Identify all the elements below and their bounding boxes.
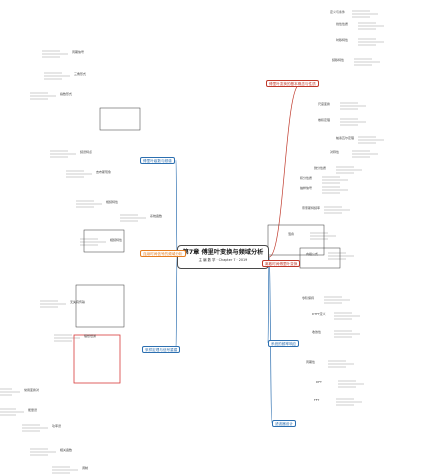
central-topic-subtitle: 主 编 数 学 · Chapter 7 · 2019 bbox=[198, 258, 248, 262]
formula-box bbox=[75, 284, 125, 328]
sub-topic-label[interactable]: 能量谱 bbox=[28, 408, 38, 412]
sub-topic-label[interactable]: 时移特性 bbox=[336, 38, 349, 42]
sub-topic-label[interactable]: 理想低通 bbox=[84, 334, 97, 338]
formula-box bbox=[83, 229, 125, 253]
formula-box bbox=[99, 107, 141, 131]
branch-node[interactable]: 傅里叶变换的基本概念与性质 bbox=[266, 80, 319, 87]
formula-box bbox=[267, 224, 325, 256]
sub-topic-label[interactable]: 零阶保持 bbox=[302, 296, 315, 300]
highlight-box bbox=[73, 334, 121, 384]
sub-topic-label[interactable]: 功率谱 bbox=[52, 424, 62, 428]
sub-topic-label[interactable]: 周期信号 bbox=[72, 50, 85, 54]
sub-topic-label[interactable]: 帕塞瓦尔定理 bbox=[336, 136, 355, 140]
sub-topic-label[interactable]: 频移特性 bbox=[332, 58, 345, 62]
central-topic-title: 第7章 傅里叶变换与频域分析 bbox=[182, 249, 264, 256]
branch-connector bbox=[268, 83, 301, 258]
sub-topic-label[interactable]: 定义与条件 bbox=[330, 10, 346, 14]
sub-topic-label[interactable]: 频谱特点 bbox=[80, 150, 93, 154]
branch-node[interactable]: 采样定理与信号重建 bbox=[142, 346, 181, 353]
sub-topic-label[interactable]: 常用变换对 bbox=[24, 388, 40, 392]
branch-connector bbox=[175, 256, 178, 350]
branch-connector bbox=[175, 159, 178, 258]
sub-topic-label[interactable]: DFT bbox=[316, 380, 322, 384]
sub-topic-label[interactable]: 对称性 bbox=[330, 150, 340, 154]
sub-topic-label[interactable]: 积分性质 bbox=[300, 176, 313, 180]
branch-node[interactable]: 傅里叶级数与频谱 bbox=[140, 157, 175, 164]
sub-topic-label[interactable]: 周期性 bbox=[306, 360, 316, 364]
sub-topic-label[interactable]: 线性性质 bbox=[336, 22, 349, 26]
sub-topic-label[interactable]: 尺度变换 bbox=[318, 102, 331, 106]
sub-topic-label[interactable]: 吉布斯现象 bbox=[96, 170, 112, 174]
sub-topic-label[interactable]: 抽样信号 bbox=[300, 186, 313, 190]
sub-topic-label[interactable]: DTFT定义 bbox=[312, 312, 326, 316]
sub-topic-label[interactable]: 混叠 bbox=[288, 232, 295, 236]
sub-topic-label[interactable]: 调制 bbox=[82, 466, 89, 470]
sub-topic-label[interactable]: 收敛性 bbox=[312, 330, 322, 334]
sub-topic-label[interactable]: 奈奎斯特频率 bbox=[302, 206, 321, 210]
sub-topic-label[interactable]: 卷积定理 bbox=[318, 118, 331, 122]
sub-topic-label[interactable]: 三角形式 bbox=[74, 72, 87, 76]
branch-node[interactable]: 系统的频率响应 bbox=[268, 340, 300, 347]
central-topic[interactable]: 第7章 傅里叶变换与频域分析 主 编 数 学 · Chapter 7 · 201… bbox=[177, 245, 269, 269]
sub-topic-label[interactable]: 微分性质 bbox=[314, 166, 327, 170]
branch-node[interactable]: 连续时间信号的频域分析 bbox=[140, 250, 186, 257]
leaf-detail-layer bbox=[0, 10, 384, 474]
sub-topic-label[interactable]: 相关函数 bbox=[60, 448, 73, 452]
sub-topic-label[interactable]: FFT bbox=[314, 398, 320, 402]
sub-topic-label[interactable]: 系统函数 bbox=[150, 214, 163, 218]
branch-node[interactable]: 滤波器设计 bbox=[272, 420, 296, 427]
sub-topic-label[interactable]: 内插公式 bbox=[306, 252, 319, 256]
sub-topic-label[interactable]: 无失真传输 bbox=[70, 300, 86, 304]
branch-node[interactable]: 离散时间傅里叶变换 bbox=[262, 260, 301, 267]
branch-connector bbox=[267, 256, 270, 344]
formula-box bbox=[299, 247, 341, 269]
sub-topic-label[interactable]: 相频特性 bbox=[110, 238, 123, 242]
sub-topic-label[interactable]: 指数形式 bbox=[60, 92, 73, 96]
sub-topic-label[interactable]: 幅频特性 bbox=[106, 200, 119, 204]
